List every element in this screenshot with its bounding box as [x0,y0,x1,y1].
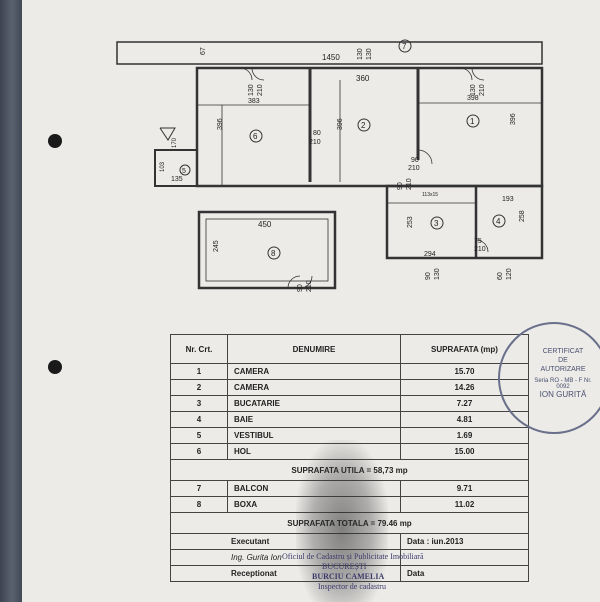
dim-210-c: 210 [309,139,321,146]
svg-text:5: 5 [182,168,186,175]
dim-450: 450 [258,220,272,229]
dim-210-s: 210 [406,178,413,190]
dim-294: 294 [424,251,436,258]
room-label-8: 8 [267,246,281,260]
dim-135: 135 [171,176,183,183]
dim-396-b: 396 [337,118,344,130]
dim-130-a: 130 [357,48,364,60]
svg-text:2: 2 [361,121,366,130]
dim-80: 80 [313,130,321,137]
room-label-6: 6 [249,129,263,143]
dim-193: 193 [502,196,514,203]
kitchen-bath-wall [385,184,544,260]
dim-67: 67 [200,47,207,55]
storage-room-wall [197,210,337,290]
room-label-1: 1 [466,114,480,128]
dim-360: 360 [356,74,370,83]
room-label-4: 4 [492,214,506,228]
dim-130-door-a: 130 [248,84,255,96]
dim-103: 103 [160,161,166,172]
dim-210-f: 210 [306,280,313,292]
dim-170: 170 [172,137,178,148]
svg-text:7: 7 [402,42,407,51]
dim-1450: 1450 [322,53,340,62]
dim-396-a: 396 [217,118,224,130]
dim-210-door-a: 210 [257,84,264,96]
punch-hole-top [48,134,62,148]
dim-210-e: 210 [474,246,486,253]
dim-258: 258 [519,210,526,222]
header-nr: Nr. Crt. [170,334,228,364]
dim-90-b: 90 [297,284,304,292]
header-denumire: DENUMIRE [227,334,401,364]
dim-130-c: 130 [434,268,441,280]
dim-130-door-b: 130 [470,84,477,96]
svg-text:4: 4 [496,217,501,226]
svg-text:3: 3 [434,219,439,228]
vestibule-wall [154,149,198,187]
dim-210-d: 210 [408,165,420,172]
dim-113x15: 113x15 [422,192,438,198]
apartment-outer-wall [195,66,544,188]
svg-text:1: 1 [470,117,475,126]
scan-smudge [296,440,388,602]
dim-253: 253 [407,216,414,228]
punch-hole-bottom [48,360,62,374]
room-label-5: 5 [179,164,191,176]
dim-90: 90 [411,157,419,164]
room-label-2: 2 [357,118,371,132]
authorization-stamp: CERTIFICAT DE AUTORIZARE Seria RO - MB -… [498,322,600,434]
dim-120: 120 [506,268,513,280]
office-stamp: Oficiul de Cadastru și Publicitate Imobi… [282,552,424,591]
dim-245: 245 [213,240,220,252]
floor-plan: 67 1450 130 130 360 130 210 130 210 383 … [116,39,544,292]
executant-date: Data : iun.2013 [400,533,529,550]
dim-398: 398 [467,95,479,102]
dim-90-s: 90 [397,182,404,190]
dim-130-b: 130 [366,48,373,60]
svg-text:6: 6 [253,132,258,141]
dim-210-door-b: 210 [479,84,486,96]
room-label-3: 3 [430,216,444,230]
dim-383: 383 [248,98,260,105]
svg-text:8: 8 [271,249,276,258]
room-label-7: 7 [398,39,412,53]
dim-60: 60 [497,272,504,280]
dim-75: 75 [474,238,482,245]
dim-90-c: 90 [425,272,432,280]
dim-396-c: 396 [510,113,517,125]
